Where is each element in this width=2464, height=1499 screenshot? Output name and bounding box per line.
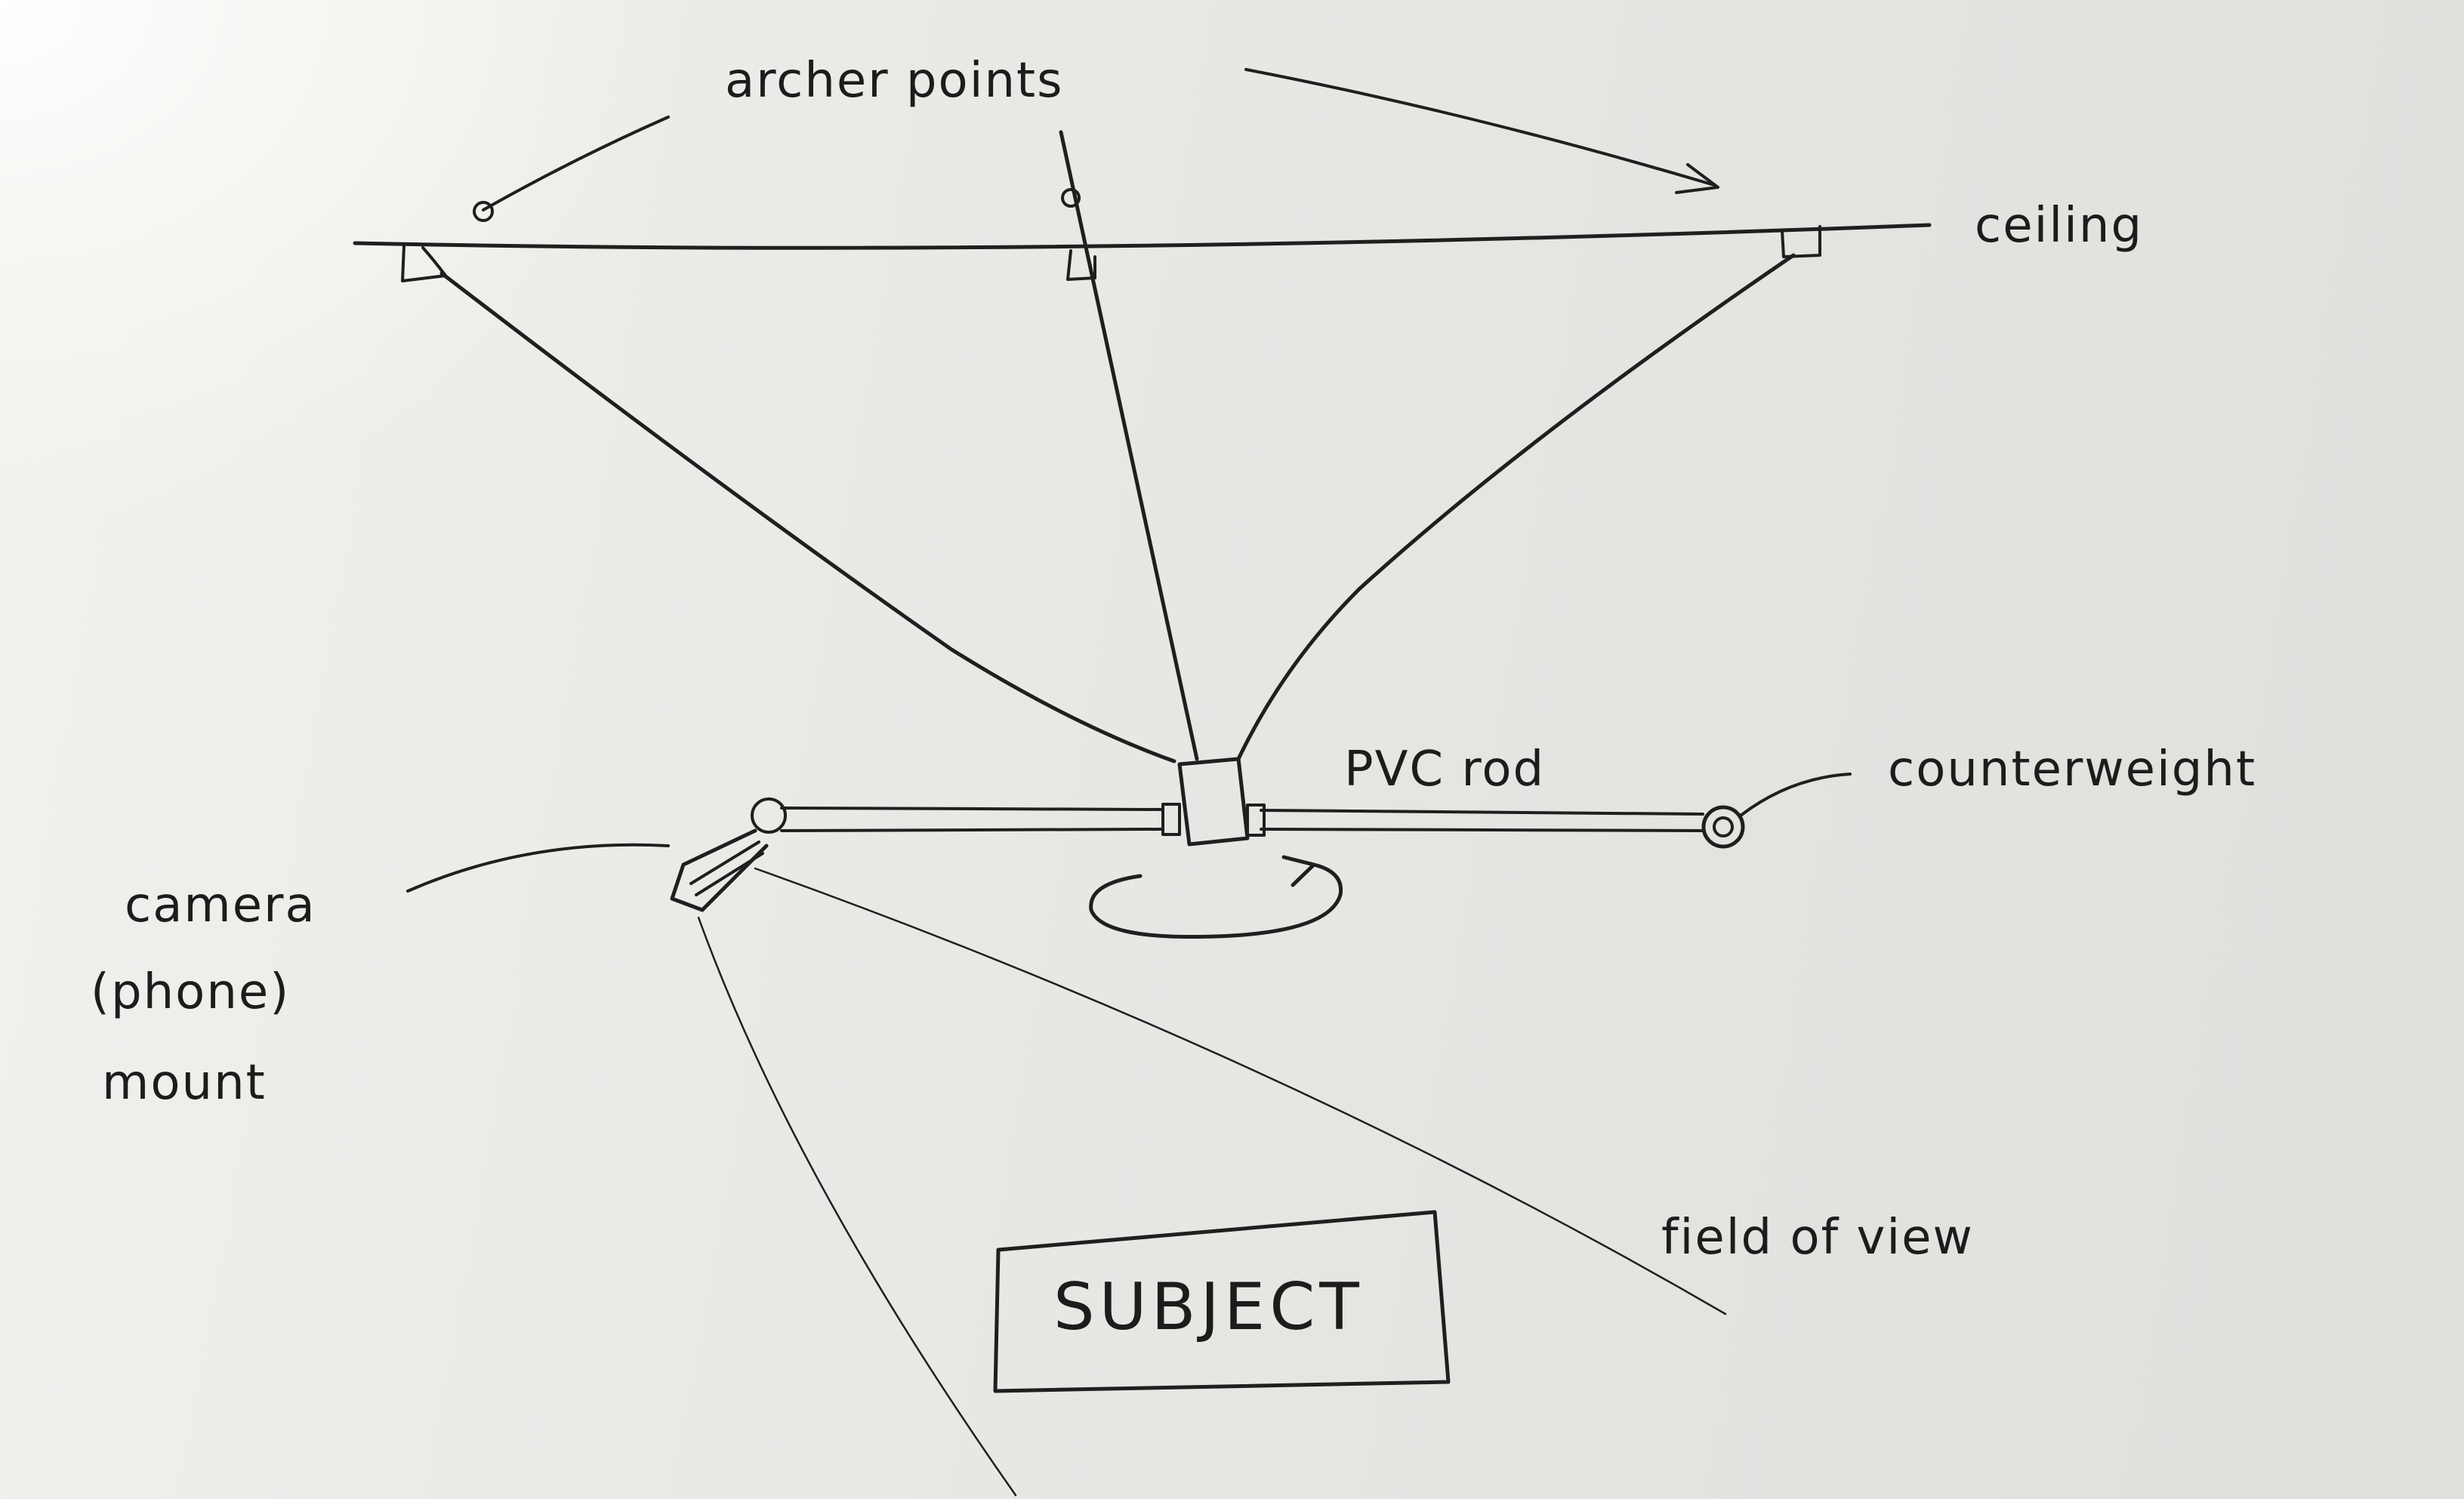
label-ceiling: ceiling — [1975, 198, 2143, 254]
label-counterweight: counterweight — [1888, 742, 2256, 797]
anchor-bracket-center — [1066, 249, 1096, 281]
suspension-line-left — [439, 271, 1176, 763]
anchor-arrow-right-head — [1675, 163, 1719, 194]
ceiling-line — [353, 223, 1932, 250]
counterweight-core — [1713, 816, 1734, 837]
label-camera-line3: mount — [102, 1055, 267, 1111]
pvc-rod-left-top — [780, 807, 1164, 811]
counterweight-pointer — [1739, 773, 1852, 817]
anchor-point-marker-left — [473, 201, 494, 222]
suspension-line-center — [1059, 130, 1199, 761]
hub-box — [1177, 757, 1250, 847]
suspension-line-right — [1236, 253, 1796, 761]
rod-clamp-left — [1161, 803, 1181, 836]
camera-pointer — [406, 843, 670, 893]
pvc-rod-right-bottom — [1260, 828, 1704, 832]
camera-mount-detail — [689, 840, 764, 896]
subject-box — [993, 1210, 1451, 1393]
anchor-arrow-right — [1244, 68, 1716, 187]
label-anchor-points: archer points — [725, 53, 1063, 109]
anchor-bracket-left — [401, 244, 447, 282]
label-field-of-view: field of view — [1661, 1210, 1974, 1266]
label-pvc-rod: PVC rod — [1344, 742, 1545, 797]
pvc-rod-right-top — [1260, 809, 1704, 816]
pvc-rod-left-bottom — [780, 828, 1164, 832]
rod-joint — [751, 797, 787, 834]
anchor-bracket-right — [1781, 225, 1821, 258]
camera-mount — [670, 828, 769, 912]
label-camera-line1: camera — [125, 878, 316, 933]
label-subject: SUBJECT — [1053, 1269, 1364, 1345]
field-of-view-line-lower — [697, 916, 1017, 1497]
field-of-view-line-upper — [754, 867, 1727, 1315]
rotation-arrow — [1089, 862, 1343, 939]
rod-clamp-right — [1246, 803, 1266, 837]
anchor-arrow-left — [482, 116, 670, 211]
rotation-arrow-head — [1281, 855, 1316, 887]
label-camera-line2: (phone) — [91, 964, 290, 1020]
anchor-point-marker-center — [1061, 188, 1081, 208]
counterweight-mass — [1701, 805, 1745, 849]
